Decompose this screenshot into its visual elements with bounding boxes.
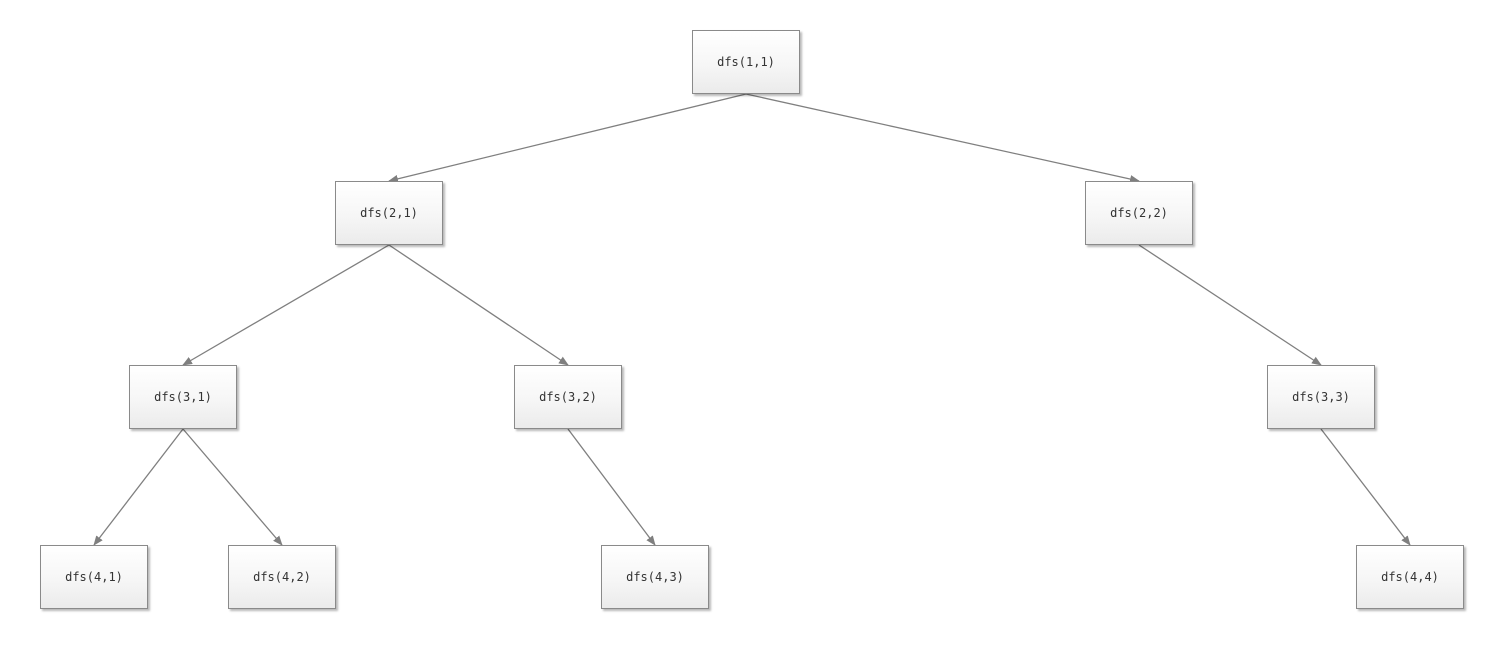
node-label: dfs(4,1) — [65, 570, 123, 584]
node-label: dfs(4,4) — [1381, 570, 1439, 584]
node-dfs-2-1: dfs(2,1) — [335, 181, 443, 245]
node-dfs-3-3: dfs(3,3) — [1267, 365, 1375, 429]
node-label: dfs(3,3) — [1292, 390, 1350, 404]
edge-n31-to-n41 — [93, 428, 184, 546]
node-dfs-4-3: dfs(4,3) — [601, 545, 709, 609]
node-dfs-1-1: dfs(1,1) — [692, 30, 800, 94]
node-label: dfs(1,1) — [717, 55, 775, 69]
node-label: dfs(3,2) — [539, 390, 597, 404]
edge-n21-to-n31 — [182, 244, 390, 366]
edge-n11-to-n21 — [388, 93, 747, 183]
edge-n22-to-n33 — [1138, 244, 1322, 366]
node-label: dfs(3,1) — [154, 390, 212, 404]
node-dfs-3-2: dfs(3,2) — [514, 365, 622, 429]
node-label: dfs(2,2) — [1110, 206, 1168, 220]
edge-n32-to-n43 — [567, 428, 656, 546]
node-dfs-4-1: dfs(4,1) — [40, 545, 148, 609]
node-label: dfs(2,1) — [360, 206, 418, 220]
node-dfs-2-2: dfs(2,2) — [1085, 181, 1193, 245]
node-dfs-3-1: dfs(3,1) — [129, 365, 237, 429]
edge-n21-to-n32 — [388, 244, 569, 366]
edge-n11-to-n22 — [745, 93, 1140, 183]
node-label: dfs(4,3) — [626, 570, 684, 584]
edge-n33-to-n44 — [1320, 428, 1411, 546]
node-dfs-4-2: dfs(4,2) — [228, 545, 336, 609]
node-dfs-4-4: dfs(4,4) — [1356, 545, 1464, 609]
edge-n31-to-n42 — [182, 428, 283, 546]
node-label: dfs(4,2) — [253, 570, 311, 584]
